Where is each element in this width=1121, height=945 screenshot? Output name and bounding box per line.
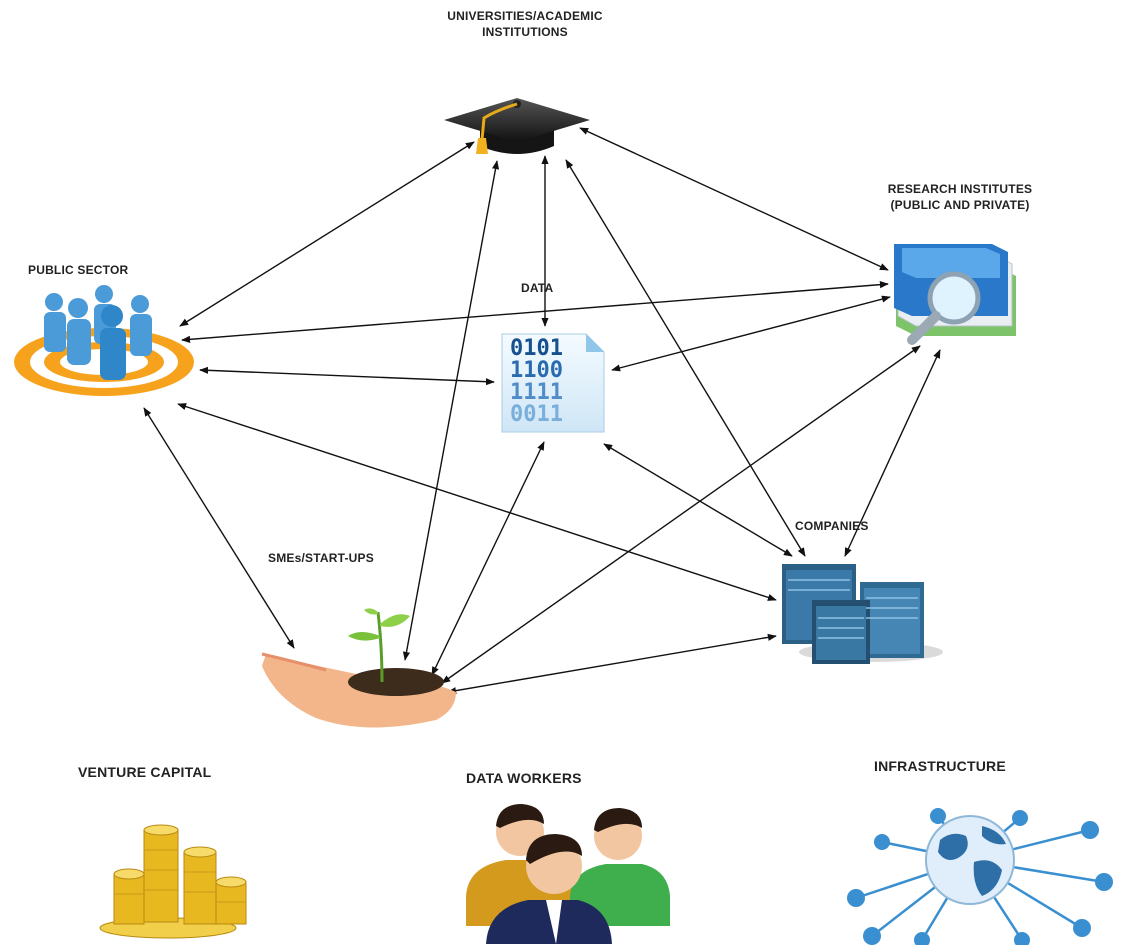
binary-file-icon: 0101 1100 1111 0011 xyxy=(498,330,608,436)
people-target-icon xyxy=(12,282,202,402)
arrow-public-sector-data xyxy=(199,366,495,386)
arrow-research-smes xyxy=(441,345,921,684)
gold-coins-icon xyxy=(98,822,268,942)
data-workers-label: DATA WORKERS xyxy=(466,770,582,786)
globe-network-icon xyxy=(842,800,1121,945)
binary-line: 1111 xyxy=(510,380,563,405)
arrow-public-sector-companies xyxy=(177,403,777,601)
universities-label-line1: UNIVERSITIES/ACADEMIC xyxy=(447,9,603,23)
public-sector-label: PUBLIC SECTOR xyxy=(28,263,129,277)
business-people-icon xyxy=(458,796,678,945)
data-label: DATA xyxy=(521,281,554,295)
arrow-public-sector-smes xyxy=(143,407,295,649)
arrow-data-research xyxy=(611,295,891,372)
graduation-cap-icon xyxy=(442,96,592,162)
plant-in-hand-icon xyxy=(256,606,466,736)
research-label-line1: RESEARCH INSTITUTES xyxy=(887,182,1033,196)
arrow-public-sector-research xyxy=(181,281,889,343)
arrow-universities-public-sector xyxy=(179,141,475,327)
binary-line: 0101 xyxy=(510,336,563,361)
research-label-line2: (PUBLIC AND PRIVATE) xyxy=(890,198,1030,212)
servers-icon xyxy=(776,556,946,666)
binary-line: 1100 xyxy=(510,358,563,383)
research-label: RESEARCH INSTITUTES (PUBLIC AND PRIVATE) xyxy=(870,181,1050,213)
binary-lines: 0101 1100 1111 0011 xyxy=(510,338,563,426)
arrow-research-companies xyxy=(844,349,941,557)
arrow-smes-companies xyxy=(447,633,777,695)
infrastructure-label: INFRASTRUCTURE xyxy=(874,758,1006,774)
smes-label: SMEs/START-UPS xyxy=(268,551,374,565)
arrow-data-companies xyxy=(603,443,793,557)
universities-label-line2: INSTITUTIONS xyxy=(482,25,568,39)
binary-line: 0011 xyxy=(510,402,563,427)
book-magnifier-icon xyxy=(876,236,1026,346)
universities-label: UNIVERSITIES/ACADEMIC INSTITUTIONS xyxy=(415,8,635,40)
companies-label: COMPANIES xyxy=(795,519,869,533)
venture-capital-label: VENTURE CAPITAL xyxy=(78,764,212,780)
arrow-universities-smes xyxy=(402,160,500,661)
arrow-universities-research xyxy=(579,127,889,271)
